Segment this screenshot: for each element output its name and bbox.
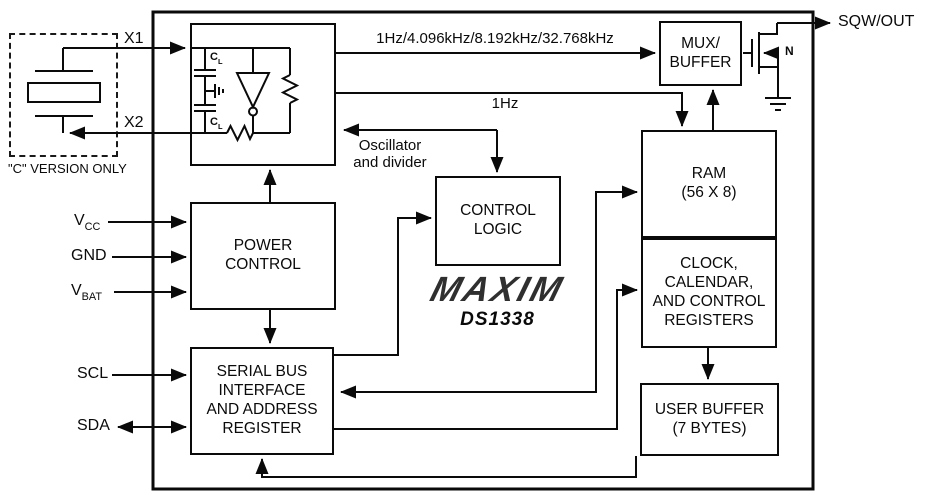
user-buffer-block: USER BUFFER (7 BYTES) bbox=[640, 383, 779, 456]
part-number: DS1338 bbox=[460, 309, 535, 330]
nmos-type-label: N bbox=[785, 44, 794, 58]
power-control-block: POWER CONTROL bbox=[190, 202, 336, 310]
gnd-pin-label: GND bbox=[71, 247, 107, 264]
scl-pin-label: SCL bbox=[77, 365, 109, 382]
c-version-note: "C" VERSION ONLY bbox=[8, 161, 127, 176]
serial-bus-label: SERIAL BUS INTERFACE AND ADDRESS REGISTE… bbox=[206, 363, 318, 437]
crystal-option-box bbox=[9, 33, 118, 157]
control-logic-label: CONTROL LOGIC bbox=[460, 202, 536, 238]
freq-bus-label: 1Hz/4.096kHz/8.192kHz/32.768kHz bbox=[376, 30, 614, 47]
mux-buffer-label: MUX/ BUFFER bbox=[669, 34, 732, 71]
oscillator-caption: Oscillator and divider bbox=[353, 137, 427, 171]
x2-pin-label: X2 bbox=[124, 114, 144, 131]
userbuffer-to-serial-wire bbox=[255, 456, 637, 478]
cl-bottom-label: CL bbox=[210, 116, 223, 132]
one-hz-label: 1Hz bbox=[491, 95, 519, 112]
cl-top-label: CL bbox=[210, 51, 223, 67]
user-buffer-label: USER BUFFER (7 BYTES) bbox=[654, 400, 765, 437]
control-logic-block: CONTROL LOGIC bbox=[435, 176, 561, 266]
maxim-logo: MAXIM bbox=[426, 270, 570, 309]
mux-buffer-block: MUX/ BUFFER bbox=[659, 21, 742, 86]
serial-bus-block: SERIAL BUS INTERFACE AND ADDRESS REGISTE… bbox=[190, 347, 334, 455]
oscillator-block bbox=[190, 23, 336, 166]
vcc-pin-label: VCC bbox=[74, 212, 101, 234]
vbat-pin-label: VBAT bbox=[71, 282, 103, 304]
power-control-label: POWER CONTROL bbox=[225, 237, 301, 273]
clock-calendar-block: CLOCK, CALENDAR, AND CONTROL REGISTERS bbox=[641, 238, 777, 348]
x1-pin-label: X1 bbox=[124, 30, 144, 47]
sda-pin-label: SDA bbox=[77, 417, 110, 434]
sqw-out-pin-label: SQW/OUT bbox=[838, 13, 915, 30]
ground-icon bbox=[765, 97, 791, 111]
nmos-transistor-icon bbox=[743, 23, 779, 98]
ram-block: RAM (56 X 8) bbox=[641, 130, 777, 238]
ram-label: RAM (56 X 8) bbox=[681, 165, 737, 201]
clock-calendar-label: CLOCK, CALENDAR, AND CONTROL REGISTERS bbox=[652, 255, 766, 329]
